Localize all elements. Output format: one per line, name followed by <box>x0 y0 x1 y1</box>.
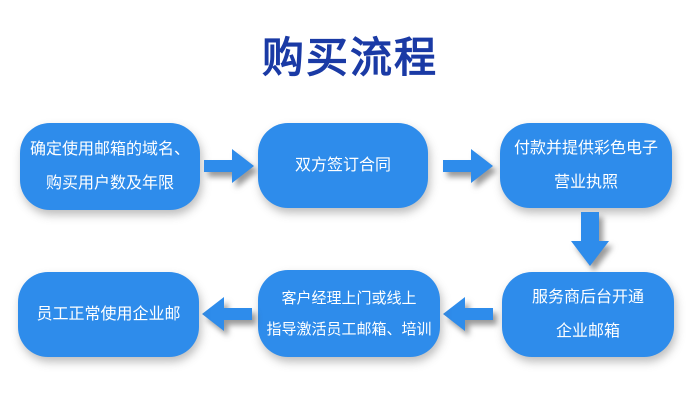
flow-step-2: 双方签订合同 <box>258 123 428 208</box>
arrow-step2-to-step3-icon <box>443 149 493 183</box>
flow-step-3: 付款并提供彩色电子 营业执照 <box>500 123 672 208</box>
step-6-line-1: 员工正常使用企业邮 <box>36 305 181 323</box>
flow-step-4: 服务商后台开通 企业邮箱 <box>502 272 674 357</box>
step-3-line-2: 营业执照 <box>553 173 618 191</box>
flow-step-6: 员工正常使用企业邮 <box>18 272 199 357</box>
step-2-line-1: 双方签订合同 <box>294 156 391 174</box>
step-4-line-2: 企业邮箱 <box>555 322 620 340</box>
arrow-step4-to-step5-icon <box>443 297 493 331</box>
arrow-step1-to-step2-icon <box>204 149 254 183</box>
step-5-line-2: 指导激活员工邮箱、培训 <box>266 320 432 338</box>
step-5-line-1: 客户经理上门或线上 <box>281 289 417 307</box>
step-1-line-1: 确定使用邮箱的域名、 <box>29 140 190 158</box>
arrow-step3-to-step4-icon <box>571 212 609 266</box>
arrow-step5-to-step6-icon <box>202 297 252 331</box>
step-4-line-1: 服务商后台开通 <box>531 288 644 306</box>
step-3-line-1: 付款并提供彩色电子 <box>513 139 658 157</box>
page-title: 购买流程 <box>261 34 438 81</box>
flow-step-1: 确定使用邮箱的域名、 购买用户数及年限 <box>20 123 200 210</box>
flow-step-5: 客户经理上门或线上 指导激活员工邮箱、培训 <box>258 270 440 357</box>
step-1-line-2: 购买用户数及年限 <box>45 174 174 192</box>
